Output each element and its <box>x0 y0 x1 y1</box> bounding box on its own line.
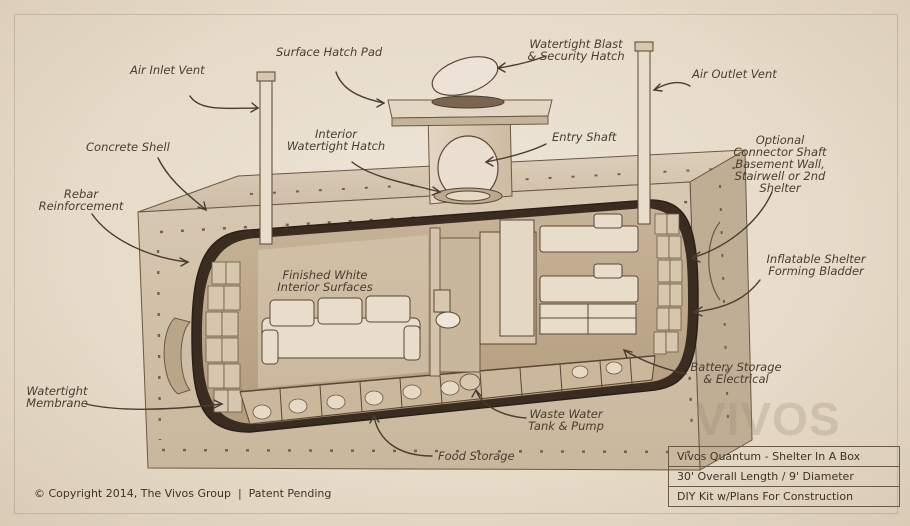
copyright-footer: © Copyright 2014, The Vivos Group | Pate… <box>34 487 332 500</box>
label-battery-line1: Battery Storage <box>690 360 782 374</box>
label-membrane-line1: Watertight <box>26 384 88 398</box>
label-food-storage: Food Storage <box>438 449 515 463</box>
label-interior-hatch-line1: Interior <box>315 127 357 141</box>
label-rebar: Rebar Reinforcement <box>34 188 128 212</box>
label-waste-line1: Waste Water <box>529 407 603 421</box>
label-entry-shaft: Entry Shaft <box>552 130 617 144</box>
blast-hatch-lid <box>431 56 499 96</box>
label-air-inlet-vent: Air Inlet Vent <box>130 63 205 77</box>
label-surface-hatch-pad: Surface Hatch Pad <box>276 45 383 59</box>
label-rebar-line1: Rebar <box>63 187 99 201</box>
toilet <box>435 311 461 329</box>
title-block: Vivos Quantum - Shelter In A Box 30' Ove… <box>668 446 900 507</box>
title-block-line1: Vivos Quantum - Shelter In A Box <box>677 450 861 463</box>
waste-tank <box>459 373 481 391</box>
label-watertight-membrane: Watertight Membrane <box>22 385 92 409</box>
label-blast-hatch-line2: & Security Hatch <box>527 49 625 63</box>
vivos-watermark: VIVOS <box>695 393 841 445</box>
label-finished-interior: Finished White Interior Surfaces <box>270 269 380 293</box>
label-interior-hatch: Interior Watertight Hatch <box>284 128 388 152</box>
label-finished-line1: Finished White <box>282 268 368 282</box>
label-blast-hatch-line1: Watertight Blast <box>529 37 623 51</box>
label-concrete-shell: Concrete Shell <box>86 140 170 154</box>
label-battery-line2: & Electrical <box>703 372 769 386</box>
air-outlet-vent <box>634 41 654 225</box>
label-inflatable-bladder: Inflatable Shelter Forming Bladder <box>758 253 874 277</box>
label-blast-hatch: Watertight Blast & Security Hatch <box>524 38 628 62</box>
label-air-outlet-vent: Air Outlet Vent <box>692 67 777 81</box>
title-block-line2: 30' Overall Length / 9' Diameter <box>669 466 899 486</box>
label-battery-storage: Battery Storage & Electrical <box>686 361 786 385</box>
label-rebar-line2: Reinforcement <box>38 199 124 213</box>
entry-shaft <box>427 109 513 205</box>
label-connector-line3: Basement Wall, <box>735 157 825 171</box>
sofa <box>261 295 421 365</box>
bunk-beds <box>539 213 639 335</box>
label-finished-line2: Interior Surfaces <box>277 280 373 294</box>
label-connector-shaft: Optional Connector Shaft Basement Wall, … <box>730 134 830 194</box>
title-block-line3: DIY Kit w/Plans For Construction <box>669 486 899 506</box>
label-interior-hatch-line2: Watertight Hatch <box>286 139 386 153</box>
label-connector-line4: Stairwell or 2nd <box>734 169 826 183</box>
capsule-cutaway <box>191 199 699 433</box>
surface-hatch-pad <box>387 95 553 127</box>
leader-arrows <box>85 55 773 457</box>
label-connector-line5: Shelter <box>759 181 801 195</box>
label-waste-water: Waste Water Tank & Pump <box>520 408 612 432</box>
label-bladder-line2: Forming Bladder <box>768 264 864 278</box>
air-inlet-vent <box>256 71 276 245</box>
label-membrane-line2: Membrane <box>26 396 88 410</box>
label-waste-line2: Tank & Pump <box>528 419 604 433</box>
label-connector-line2: Connector Shaft <box>733 145 827 159</box>
label-connector-line1: Optional <box>755 133 805 147</box>
label-bladder-line1: Inflatable Shelter <box>766 252 866 266</box>
